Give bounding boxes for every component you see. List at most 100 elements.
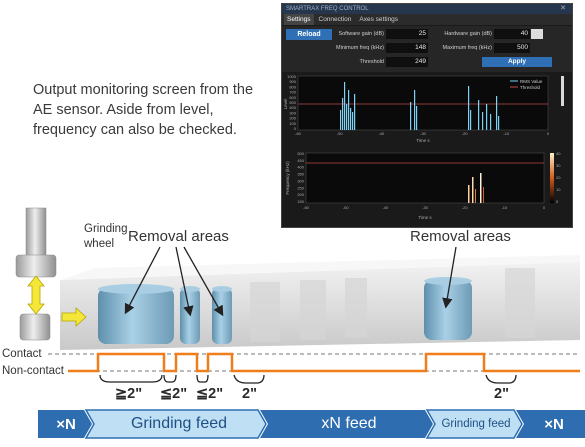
apply-button[interactable]: Apply	[482, 57, 552, 67]
duration-4: 2"	[242, 386, 257, 402]
software-gain-field[interactable]: 25	[386, 29, 428, 39]
level-spike	[346, 104, 348, 130]
frequency-ylabel: Frequency (kHz)	[285, 161, 290, 195]
removal-areas-left-label: Removal areas	[128, 228, 229, 245]
tab-settings[interactable]: Settings	[284, 14, 314, 25]
duration-3: ≦2"	[196, 386, 224, 402]
tab-connection[interactable]: Connection	[318, 16, 352, 23]
duration-2: ≦2"	[160, 386, 188, 402]
frequency-x-tick: -30	[422, 205, 429, 210]
level-y-tick: 500	[289, 100, 296, 105]
level-y-tick: 900	[289, 79, 296, 84]
frequency-x-ticks: -60 -50 -40 -30 -20 -10 0	[303, 205, 546, 210]
frequency-x-tick: -60	[303, 205, 310, 210]
hardware-gain-field[interactable]: 40	[494, 29, 530, 39]
level-spike	[478, 100, 480, 130]
level-y-tick: 700	[289, 90, 296, 95]
frequency-x-tick: 0	[543, 205, 546, 210]
level-spike	[414, 90, 416, 130]
level-signal	[340, 82, 500, 130]
bar-label-xn-left: ×N	[56, 415, 76, 433]
level-x-tick: 0	[547, 131, 550, 136]
level-y-tick: 400	[289, 105, 296, 110]
level-spike	[348, 90, 350, 130]
level-y-tick: 800	[289, 84, 296, 89]
settings-panel: Reload Software gain (dB) 25 Hardware ga…	[282, 26, 572, 72]
level-spike	[498, 116, 500, 130]
bar-segment-3	[260, 410, 433, 438]
frequency-plot-area	[305, 152, 545, 204]
level-spike	[354, 94, 356, 130]
frequency-x-tick: -40	[382, 205, 389, 210]
bar-segment-2	[84, 409, 267, 439]
colorbar	[550, 153, 554, 203]
level-x-tick: -20	[462, 131, 469, 136]
removal-areas-right-label: Removal areas	[410, 228, 511, 245]
level-scrollbar[interactable]	[561, 76, 564, 106]
caption-text: Output monitoring screen from the AE sen…	[33, 82, 254, 138]
window-title: SMARTRAX FREQ CONTROL	[286, 6, 369, 12]
level-ylabel: Level	[283, 99, 288, 110]
level-x-tick: -60	[295, 131, 302, 136]
level-spike	[410, 102, 412, 130]
bar-label-grinding-feed-2: Grinding feed	[441, 418, 511, 430]
feed-arrow-icon	[61, 307, 87, 327]
grinding-wheel-label: Grinding wheel	[84, 223, 128, 250]
duration-braces	[99, 374, 517, 384]
frequency-x-tick: -10	[501, 205, 508, 210]
level-y-tick: 0	[294, 126, 297, 131]
level-spike	[470, 110, 472, 130]
max-freq-label: Maximum freq (kHz)	[442, 45, 492, 51]
removal-area-3-top	[212, 286, 232, 292]
level-spike	[350, 108, 352, 130]
frequency-x-tick: -50	[343, 205, 350, 210]
duration-5: 2"	[494, 386, 509, 402]
frequency-y-tick: 400	[297, 165, 304, 170]
contact-signal	[68, 352, 580, 373]
level-spike	[496, 96, 498, 130]
close-icon[interactable]: ✕	[560, 5, 566, 12]
bar-label-xn-right: ×N	[544, 415, 564, 433]
software-gain-label: Software gain (dB)	[338, 31, 384, 37]
colorbar-tick: 30	[556, 163, 561, 168]
duration-1: ≧2"	[115, 386, 143, 402]
bar-segment-5	[516, 410, 585, 438]
level-x-tick: -40	[378, 131, 385, 136]
frequency-xlabel: Time s	[418, 215, 432, 220]
frequency-y-tick: 450	[297, 158, 304, 163]
threshold-label: Threshold	[359, 59, 384, 65]
frequency-y-tick: 250	[297, 185, 304, 190]
removal-area-1	[98, 288, 174, 344]
reload-button[interactable]: Reload	[286, 29, 332, 40]
bar-segment-4	[425, 409, 523, 439]
legend-threshold: Threshold	[520, 85, 541, 90]
frequency-y-tick: 500	[297, 151, 304, 156]
level-x-tick: -30	[420, 131, 427, 136]
frequency-y-tick: 200	[297, 192, 304, 197]
level-spike	[344, 82, 346, 130]
window-titlebar: SMARTRAX FREQ CONTROL ✕	[282, 4, 572, 14]
tab-bar: Settings Connection Axes settings	[282, 14, 572, 25]
level-y-tick: 200	[289, 116, 296, 121]
max-freq-field[interactable]: 500	[494, 43, 530, 53]
min-freq-field[interactable]: 148	[386, 43, 428, 53]
level-spike	[468, 86, 470, 130]
hardware-gain-spinner[interactable]	[531, 29, 543, 39]
frequency-x-tick: -20	[462, 205, 469, 210]
threshold-field[interactable]: 249	[386, 57, 428, 67]
level-spike	[352, 112, 354, 130]
level-y-tick: 100	[289, 121, 296, 126]
bar-label-grinding-feed-1: Grinding feed	[130, 415, 228, 432]
colorbar-tick: 40	[556, 151, 561, 156]
tab-axes-settings[interactable]: Axes settings	[359, 16, 399, 23]
level-spike	[342, 98, 344, 130]
hardware-gain-label: Hardware gain (dB)	[444, 31, 492, 37]
frequency-y-tick: 350	[297, 172, 304, 177]
pointer-arrows	[124, 246, 457, 317]
